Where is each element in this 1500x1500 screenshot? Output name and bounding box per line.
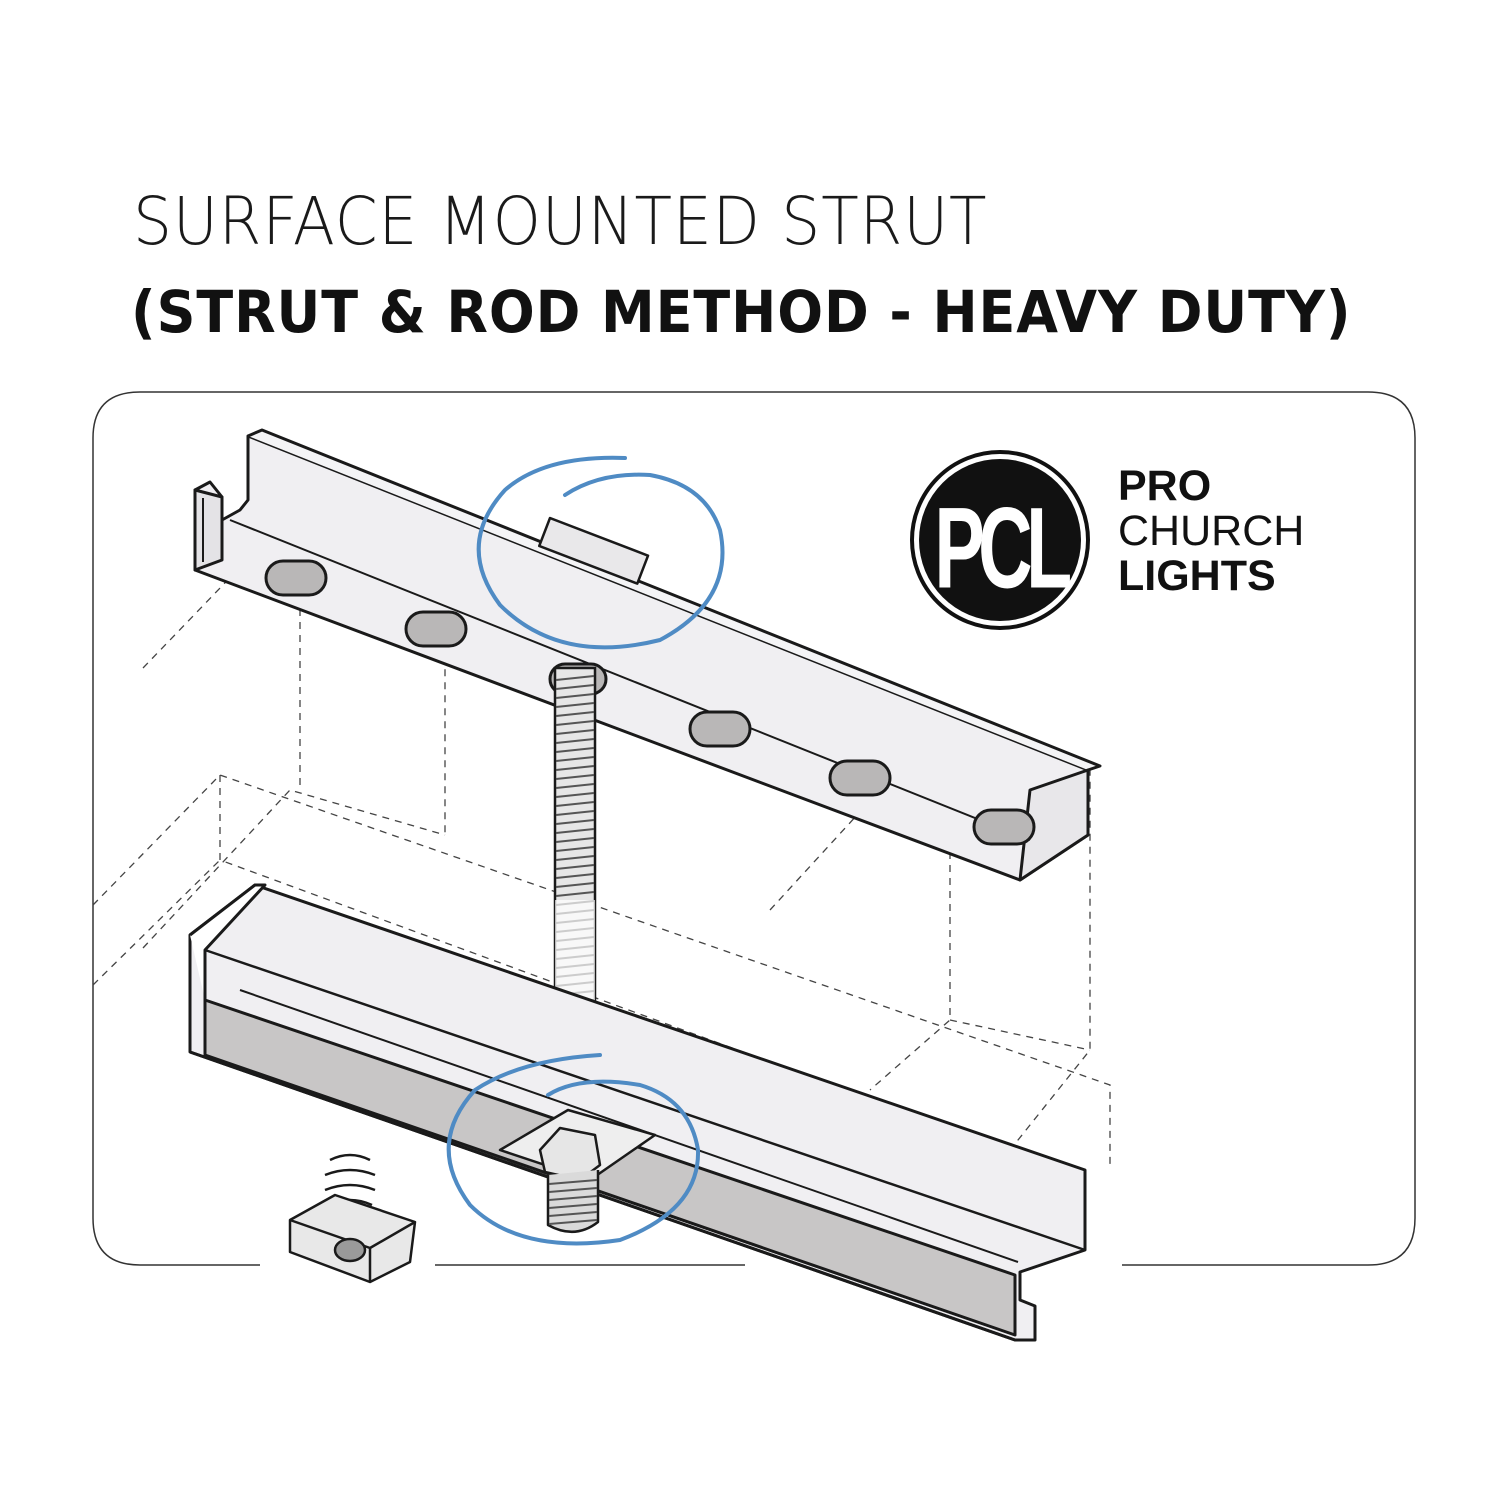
diagram-frame: [92, 391, 1416, 1266]
lower-strut: [188, 883, 1087, 1342]
brand-line-church: CHURCH: [1118, 507, 1305, 555]
page-subtitle: (STRUT & ROD METHOD - HEAVY DUTY): [131, 278, 1352, 346]
rotation-indicator-top: [476, 455, 725, 650]
brand-wordmark: PRO CHURCH LIGHTS: [1118, 465, 1304, 598]
brand-line-lights: LIGHTS: [1118, 552, 1276, 600]
brand-line-pro: PRO: [1118, 462, 1212, 510]
threaded-rod: [553, 666, 597, 1010]
channel-nut-with-bolt: [498, 1108, 657, 1233]
spring-nut: [288, 1153, 417, 1284]
logo-monogram: PCL: [934, 483, 1070, 612]
rotation-indicator-bottom: [446, 1053, 701, 1246]
page-title: SURFACE MOUNTED STRUT: [133, 183, 988, 260]
pcl-logo-icon: PCL: [910, 450, 1090, 630]
